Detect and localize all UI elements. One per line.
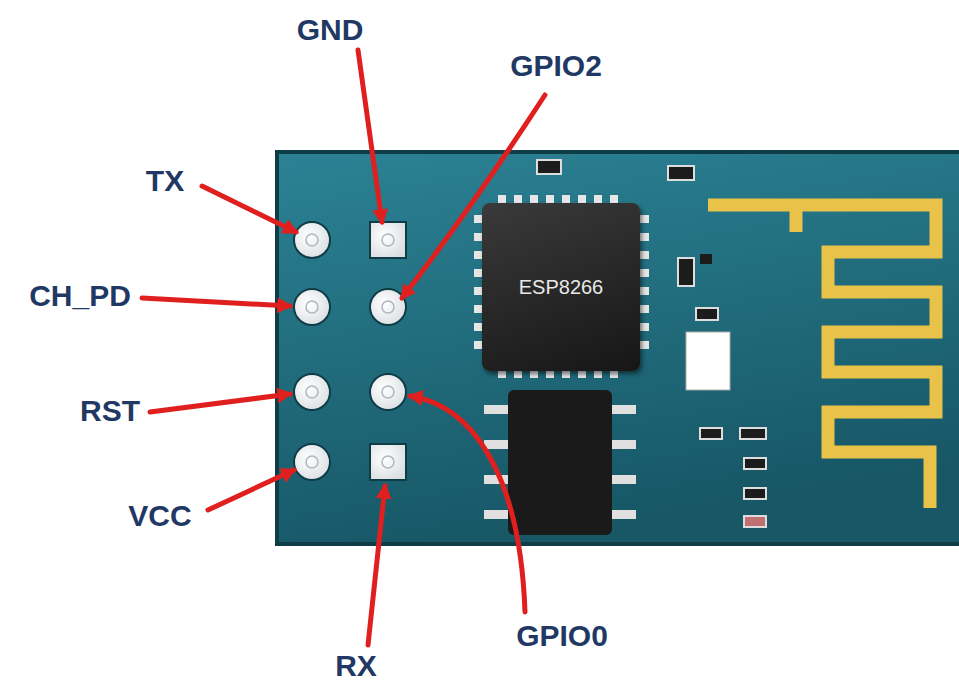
leader-line: [202, 186, 296, 232]
pin-name: CH_PD: [29, 281, 131, 311]
antenna-feed: [790, 205, 803, 232]
leader-line: [208, 470, 294, 510]
chip-pin: [639, 287, 649, 295]
pin-name: TX: [146, 166, 184, 196]
leader-line: [410, 396, 525, 612]
pin-name: RX: [335, 651, 377, 681]
chip-label: ESP8266: [519, 276, 604, 299]
pin-name: RST: [80, 396, 140, 426]
chip-pin: [639, 323, 649, 331]
leader-line: [142, 298, 290, 306]
pcb-antenna: [708, 205, 936, 508]
chip-pin: [639, 269, 649, 277]
leader-line: [368, 486, 385, 645]
flash-chip: [484, 390, 636, 535]
leader-line: [358, 50, 382, 222]
pin-name: GPIO2: [510, 51, 602, 81]
header-pins: [294, 222, 406, 480]
chip-pin: [639, 233, 649, 241]
pin-name: VCC: [128, 501, 191, 531]
chip-pin: [639, 215, 649, 223]
leader-line: [150, 394, 290, 412]
chip-pin: [639, 341, 649, 349]
pin-name: GND: [297, 15, 364, 45]
chip-pins: [474, 195, 649, 378]
esp8266-chip: ESP8266: [482, 203, 640, 371]
chip-pin: [639, 251, 649, 259]
chip-pin: [639, 305, 649, 313]
pin-name: GPIO0: [516, 621, 608, 651]
